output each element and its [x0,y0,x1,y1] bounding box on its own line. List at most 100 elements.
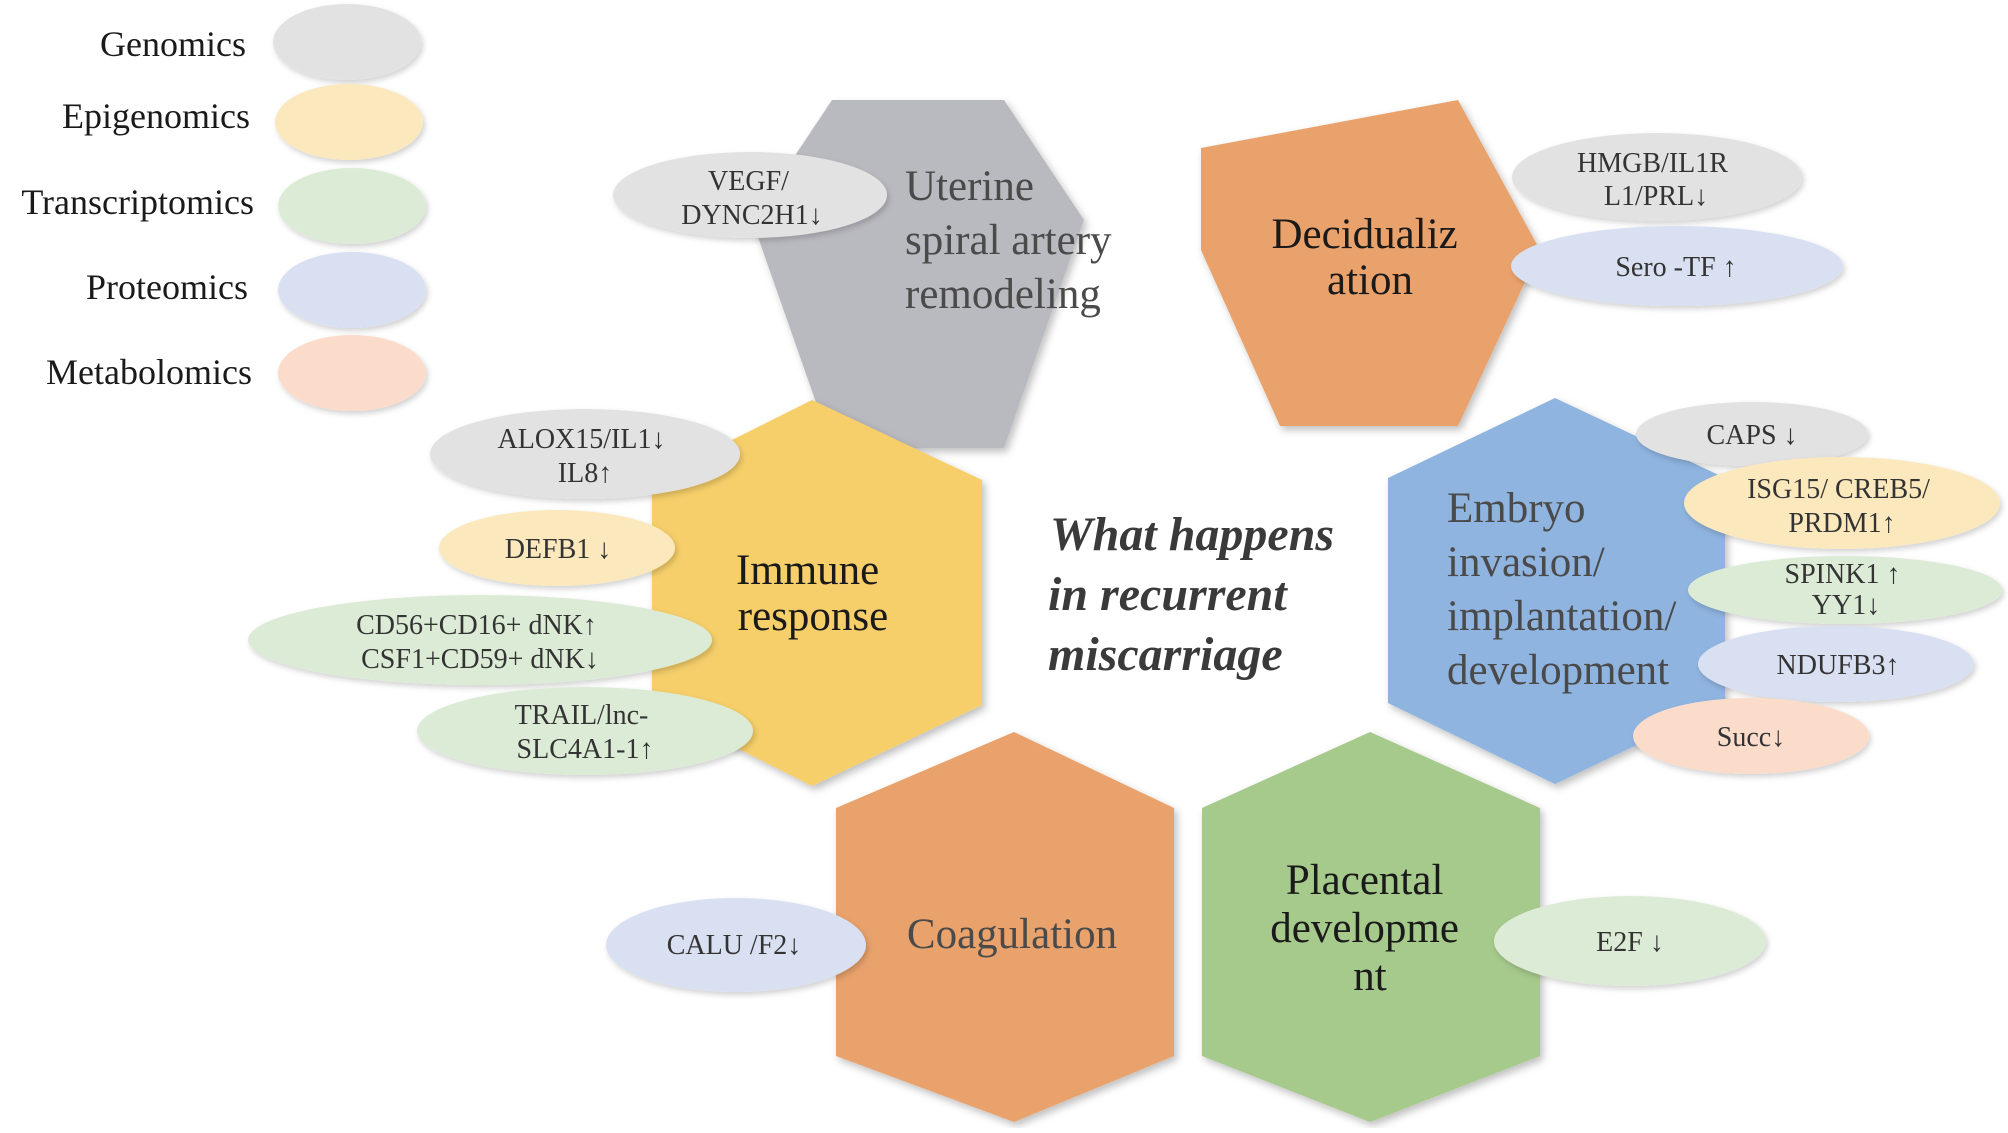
hexagon-line-embryo-4: development [1447,647,1669,694]
marker-label-isg15: ISG15/ CREB5/ PRDM1↑ [1747,474,1937,539]
hexagon-line-placental-2: developme [1270,905,1459,952]
marker-line-ndufb3-1: NDUFB3↑ [1777,650,1900,681]
hexagon-shape-embryo [1388,398,1725,784]
hexagon-line-decidualization-2: ation [1327,257,1413,304]
hexagon-line-immune-2: response [738,593,888,640]
hexagon-line-uterine-1: Uterine [905,163,1034,210]
hexagon-line-embryo-3: implantation/ [1447,593,1676,640]
marker-label-serotf: Sero -TF ↑ [1615,252,1736,283]
marker-oval-vegf [613,152,887,238]
marker-oval-alox15 [430,409,740,499]
marker-caps: CAPS ↓ [1636,402,1868,466]
marker-label-cd56: CD56+CD16+ dNK↑ CSF1+CD59+ dNK↓ [356,610,604,675]
marker-line-defb1-1: DEFB1 ↓ [505,534,612,565]
hexagon-line-decidualization-1: Decidualiz [1272,211,1458,258]
hexagon-line-coagulation-1: Coagulation [907,911,1117,958]
center-title-line-1: What happens [1050,508,1334,561]
marker-line-alox15-1: ALOX15/IL1↓ [498,424,666,455]
marker-oval-ndufb3 [1698,626,1974,702]
hexagon-coagulation: Coagulation [836,732,1174,1122]
marker-label-alox15: ALOX15/IL1↓ IL8↑ [498,424,673,489]
marker-label-caps: CAPS ↓ [1706,420,1797,451]
marker-line-e2f-1: E2F ↓ [1596,927,1664,958]
marker-line-isg15-1: ISG15/ CREB5/ [1747,474,1930,505]
center-title-line-2: in recurrent [1048,568,1288,621]
marker-alox15: ALOX15/IL1↓ IL8↑ [430,409,740,499]
marker-serotf: Sero -TF ↑ [1511,226,1843,306]
hexagon-label-immune: Immune response [736,547,890,640]
hexagon-uterine-spiral-artery-remodeling: Uterine spiral artery remodeling [752,100,1122,448]
legend-label-metabolomics: Metabolomics [46,352,252,392]
marker-line-trail-1: TRAIL/lnc- [515,700,649,731]
marker-line-spink1-2: YY1↓ [1812,590,1880,621]
legend-swatch-metabolomics [278,335,426,411]
marker-ndufb3: NDUFB3↑ [1698,626,1974,702]
marker-oval-spink1 [1688,556,2002,624]
hexagon-immune-response: Immune response [652,400,982,786]
marker-spink1: SPINK1 ↑ YY1↓ [1688,556,2002,624]
marker-line-cd56-1: CD56+CD16+ dNK↑ [356,610,597,641]
legend-label-genomics: Genomics [100,24,246,64]
marker-line-caps-1: CAPS ↓ [1706,420,1797,451]
center-title: What happens in recurrent miscarriage [1048,508,1346,681]
marker-label-vegf: VEGF/ DYNC2H1↓ [681,166,823,231]
marker-vegf: VEGF/ DYNC2H1↓ [613,152,887,238]
marker-line-alox15-2: IL8↑ [558,458,612,489]
marker-defb1: DEFB1 ↓ [439,510,675,586]
hexagon-decidualization: Decidualiz ation [1201,100,1540,426]
marker-label-spink1: SPINK1 ↑ YY1↓ [1785,559,1908,621]
marker-trail: TRAIL/lnc- SLC4A1-1↑ [417,687,753,775]
marker-isg15: ISG15/ CREB5/ PRDM1↑ [1684,457,2000,549]
marker-oval-serotf [1511,226,1843,306]
marker-line-vegf-1: VEGF/ [708,166,789,197]
marker-line-succ-1: Succ↓ [1717,722,1785,753]
marker-line-vegf-2: DYNC2H1↓ [681,200,823,231]
marker-label-defb1: DEFB1 ↓ [505,534,612,565]
hexagon-label-uterine: Uterine spiral artery remodeling [905,163,1122,318]
hexagon-shape-immune [652,400,982,786]
legend-swatch-genomics [273,4,421,80]
marker-oval-isg15 [1684,457,2000,549]
hexagon-placental-development: Placental developme nt [1202,732,1540,1122]
hexagon-embryo-invasion-implantation-development: Embryo invasion/ implantation/ developme… [1388,398,1725,784]
marker-hmgb: HMGB/IL1R L1/PRL↓ [1512,133,1802,221]
legend-swatch-transcriptomics [278,168,426,244]
marker-oval-hmgb [1512,133,1802,221]
marker-cd56: CD56+CD16+ dNK↑ CSF1+CD59+ dNK↓ [248,595,712,685]
marker-oval-trail [417,687,753,775]
marker-calu: CALU /F2↓ [606,898,866,992]
hexagon-line-uterine-2: spiral artery [905,217,1112,264]
legend: Genomics Epigenomics Transcriptomics Pro… [21,4,426,411]
marker-label-e2f: E2F ↓ [1596,927,1664,958]
hexagon-line-embryo-2: invasion/ [1447,539,1605,586]
marker-line-spink1-1: SPINK1 ↑ [1785,559,1901,590]
hexagon-shape-placental [1202,732,1540,1122]
legend-label-epigenomics: Epigenomics [62,96,250,136]
marker-line-calu-1: CALU /F2↓ [667,930,802,961]
hexagon-line-placental-1: Placental [1286,857,1444,904]
legend-swatch-proteomics [278,252,426,328]
marker-oval-defb1 [439,510,675,586]
marker-line-hmgb-2: L1/PRL↓ [1604,181,1708,212]
marker-oval-succ [1633,698,1869,774]
marker-label-calu: CALU /F2↓ [667,930,802,961]
legend-label-transcriptomics: Transcriptomics [21,182,254,222]
marker-oval-cd56 [248,595,712,685]
hexagon-shape-coagulation [836,732,1174,1122]
legend-label-proteomics: Proteomics [86,267,248,307]
marker-label-hmgb: HMGB/IL1R L1/PRL↓ [1577,148,1735,212]
marker-succ: Succ↓ [1633,698,1869,774]
hexagon-label-coagulation: Coagulation [907,911,1117,958]
marker-oval-caps [1636,402,1868,466]
marker-line-hmgb-1: HMGB/IL1R [1577,148,1728,179]
marker-line-serotf-1: Sero -TF ↑ [1615,252,1736,283]
hexagon-line-placental-3: nt [1353,953,1387,1000]
marker-e2f: E2F ↓ [1494,896,1766,986]
hexagon-line-embryo-1: Embryo [1447,485,1586,532]
marker-oval-calu [606,898,866,992]
marker-line-isg15-2: PRDM1↑ [1788,508,1895,539]
marker-label-succ: Succ↓ [1717,722,1785,753]
marker-line-cd56-2: CSF1+CD59+ dNK↓ [361,644,599,675]
